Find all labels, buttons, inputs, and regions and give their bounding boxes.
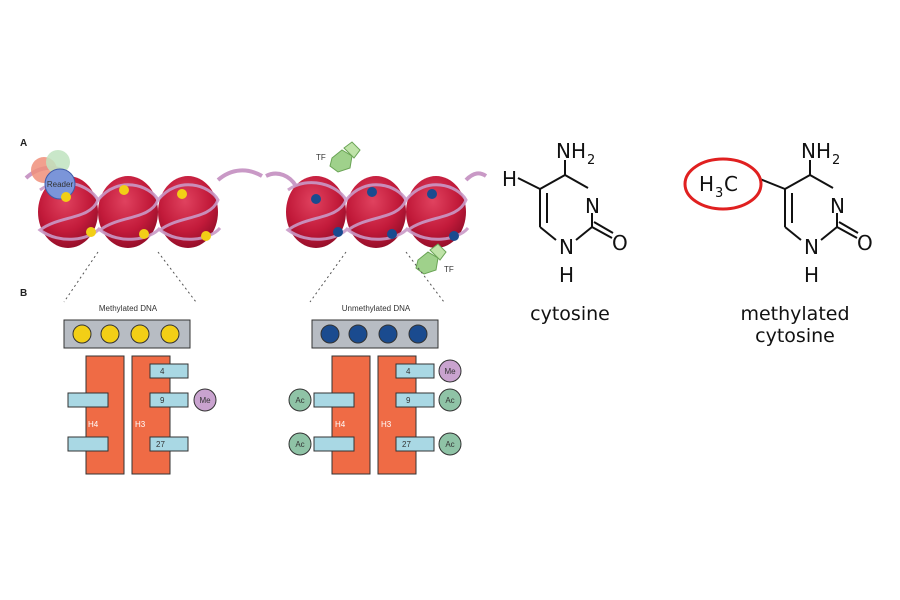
oxygen: O <box>857 231 873 255</box>
unmethylated-mark <box>427 189 437 199</box>
unmethylated-chromatin: TF TF <box>265 141 488 275</box>
h4-tail <box>67 436 109 452</box>
methyl-mark <box>61 192 71 202</box>
unmethylated-dna-panel: Unmethylated DNA H4 H3 Ac Ac 4 9 27 Me A… <box>288 304 462 475</box>
methyl-subscript: 3 <box>715 186 723 201</box>
methylated-name-line2: cytosine <box>755 325 835 347</box>
h3-tail-k4 <box>395 363 435 379</box>
methyl-cpg <box>100 324 120 344</box>
unmethylated-dna-title: Unmethylated DNA <box>342 304 411 313</box>
h4-label: H4 <box>335 420 346 429</box>
acetyl-group-ac <box>438 432 462 456</box>
methyl-cpg <box>160 324 180 344</box>
amino-subscript: 2 <box>587 153 595 168</box>
me-label: Me <box>199 396 211 405</box>
methyl-highlight-circle <box>683 157 763 211</box>
methylated-name-line1: methylated <box>740 303 849 325</box>
hydrogen-n1: H <box>804 263 819 287</box>
h3-label: H3 <box>135 420 146 429</box>
h3-tail-k9 <box>149 392 189 408</box>
amino-nh: NH <box>801 139 831 163</box>
h3-tail-k27 <box>149 436 189 452</box>
tail-number: 9 <box>160 396 165 405</box>
h3-label: H3 <box>381 420 392 429</box>
tf-label-top: TF <box>316 153 326 162</box>
amino-nh: NH <box>556 139 586 163</box>
h4-tail <box>67 392 109 408</box>
cytosine-structure: NH 2 H N N H O cytosine <box>502 139 628 325</box>
h4-tail <box>313 436 355 452</box>
tail-number: 27 <box>402 440 411 449</box>
nucleosome <box>286 176 346 248</box>
methyl-mark <box>201 231 211 241</box>
methyl-mark <box>139 229 149 239</box>
hydrogen-n1: H <box>559 263 574 287</box>
methylated-dna-panel: Methylated DNA H4 H3 4 9 27 Me <box>63 304 217 475</box>
amino-subscript: 2 <box>832 153 840 168</box>
cytosine-name: cytosine <box>530 303 610 325</box>
reader-protein <box>44 168 76 200</box>
tail-number: 9 <box>406 396 411 405</box>
histone-h4 <box>85 355 125 475</box>
unmethylated-mark <box>449 231 459 241</box>
panel-b-label: B <box>20 288 27 299</box>
tail-number: 4 <box>160 367 165 376</box>
tail-number: 27 <box>156 440 165 449</box>
methylated-cytosine-structure: NH 2 H 3 C N N H O methylated cytosine <box>683 139 873 347</box>
acetyl-group-ac <box>288 432 312 456</box>
h3-tail-k4 <box>149 363 189 379</box>
nucleosome <box>406 176 466 248</box>
nitrogen-n3: N <box>585 194 600 218</box>
ac-label: Ac <box>295 440 304 449</box>
ac-label: Ac <box>445 396 454 405</box>
transcription-factor-top: TF <box>316 141 361 173</box>
methylated-dna-title: Methylated DNA <box>99 304 158 313</box>
methyl-mark <box>86 227 96 237</box>
reader-label: Reader <box>47 180 74 189</box>
unmethylated-mark <box>311 194 321 204</box>
nitrogen-n1: N <box>559 235 574 259</box>
h4-label: H4 <box>88 420 99 429</box>
methyl-group-me <box>438 359 462 383</box>
methyl-cpg <box>72 324 92 344</box>
methylated-chromatin: Reader <box>24 150 263 248</box>
reader-protein-part <box>46 150 70 174</box>
unmethylated-mark <box>333 227 343 237</box>
ac-label: Ac <box>445 440 454 449</box>
ac-label: Ac <box>295 396 304 405</box>
me-label: Me <box>444 367 456 376</box>
unmethyl-cpg <box>348 324 368 344</box>
nucleosome <box>158 176 218 248</box>
unmethyl-cpg <box>408 324 428 344</box>
h4-tail <box>313 392 355 408</box>
methyl-cpg <box>130 324 150 344</box>
tail-number: 4 <box>406 367 411 376</box>
h3-tail-k9 <box>395 392 435 408</box>
methyl-c: C <box>724 172 738 196</box>
histone-h4 <box>331 355 371 475</box>
acetyl-group-ac <box>288 388 312 412</box>
oxygen: O <box>612 231 628 255</box>
transcription-factor-bottom: TF <box>415 243 454 275</box>
methyl-h: H <box>699 172 714 196</box>
h3-tail-k27 <box>395 436 435 452</box>
acetyl-group-ac <box>438 388 462 412</box>
nitrogen-n1: N <box>804 235 819 259</box>
methyl-mark <box>119 185 129 195</box>
tf-label-bottom: TF <box>444 265 454 274</box>
unmethyl-cpg <box>320 324 340 344</box>
unmethylated-mark <box>367 187 377 197</box>
methyl-mark <box>177 189 187 199</box>
nitrogen-n3: N <box>830 194 845 218</box>
unmethylated-mark <box>387 229 397 239</box>
methyl-group-me <box>193 388 217 412</box>
unmethyl-cpg <box>378 324 398 344</box>
panel-a-label: A <box>20 138 27 149</box>
hydrogen-c5: H <box>502 167 517 191</box>
